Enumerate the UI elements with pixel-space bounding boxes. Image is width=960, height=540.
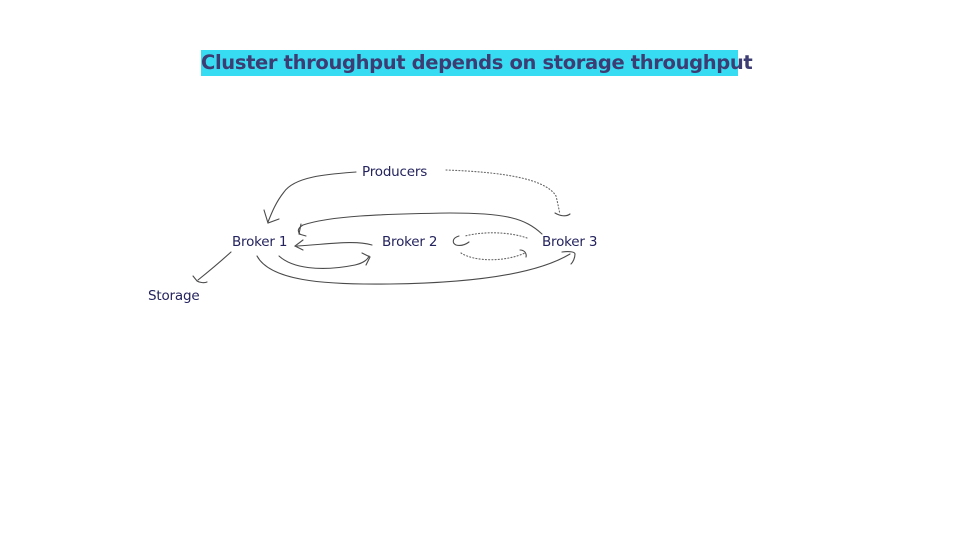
edge-producers-broker1 [267, 171, 357, 223]
edge-broker2-broker3 [460, 252, 526, 261]
node-producers: Producers [362, 164, 428, 180]
edge-broker1-broker3 [256, 253, 571, 285]
edge-broker3-broker1 [297, 212, 543, 235]
edge-producers-broker3 [445, 169, 561, 215]
node-storage: Storage [148, 288, 200, 304]
arrowhead-broker3-from-producers [554, 212, 571, 217]
edge-broker2-broker1 [296, 242, 373, 247]
arrowhead-broker3-from-broker1 [561, 251, 576, 265]
arrowhead-broker1-from-producers [263, 209, 280, 224]
arrowhead-broker1-from-broker2 [293, 239, 304, 251]
arrowhead-broker2-from-broker1 [361, 252, 371, 266]
arrowhead-broker3-from-broker2 [519, 249, 527, 258]
edge-broker1-storage [197, 251, 232, 281]
edge-broker3-broker2 [464, 232, 528, 239]
arrowhead-broker2-from-broker3 [452, 235, 470, 246]
slide-title: Cluster throughput depends on storage th… [201, 50, 753, 76]
node-broker-1: Broker 1 [232, 234, 288, 250]
node-broker-3: Broker 3 [542, 234, 598, 250]
arrowhead-storage-from-broker1 [192, 275, 208, 284]
arrowhead-broker1-from-broker3 [298, 223, 307, 237]
node-broker-2: Broker 2 [382, 234, 438, 250]
edge-broker1-broker2 [278, 255, 370, 269]
